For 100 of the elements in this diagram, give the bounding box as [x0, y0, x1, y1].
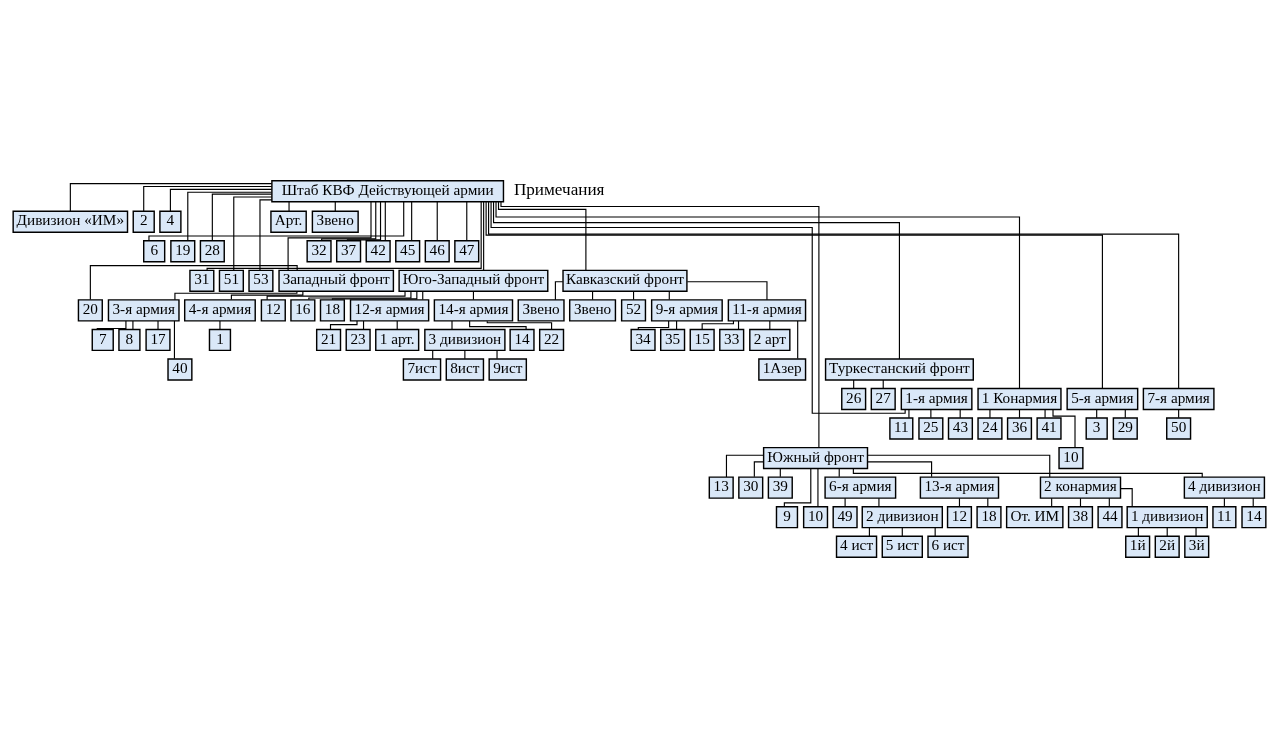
- node-box: 49: [832, 505, 858, 529]
- connector: [592, 290, 594, 301]
- node-box: 14: [1241, 505, 1267, 529]
- node-box: Арт.: [270, 210, 307, 233]
- node-box: Юго-Западный фронт: [398, 269, 549, 293]
- node-box: 3-я армия: [107, 299, 180, 322]
- connector: [844, 497, 846, 507]
- connector: [69, 183, 273, 212]
- connector: [436, 201, 438, 242]
- connector: [187, 191, 273, 242]
- node-box: Звено: [311, 210, 359, 233]
- connector: [308, 290, 412, 301]
- node-box: 4-я армия: [183, 299, 256, 322]
- node-box: 9: [775, 505, 799, 529]
- node-box: 2 арт: [749, 328, 791, 352]
- connector: [211, 193, 273, 242]
- connector: [496, 350, 498, 360]
- connector: [1052, 409, 1076, 449]
- connector: [493, 201, 900, 360]
- node-box: 3: [1085, 417, 1108, 440]
- node-box: 12-я армия: [349, 299, 430, 322]
- node-box: 23: [345, 328, 371, 352]
- node-box: 4 дивизион: [1183, 476, 1266, 499]
- connector: [878, 497, 880, 507]
- node-box: 28: [199, 240, 225, 263]
- connector: [1195, 527, 1197, 537]
- connector: [230, 290, 304, 301]
- node-box: 37: [335, 240, 362, 263]
- node-box: 34: [630, 328, 656, 352]
- node-box: 6-я армия: [824, 476, 897, 499]
- node-box: 4: [159, 210, 182, 233]
- node-box: 9ист: [488, 358, 528, 381]
- node-box: 1 Конармия: [977, 387, 1062, 411]
- node-box: 15: [689, 328, 715, 352]
- node-box: Туркестанский фронт: [824, 358, 974, 381]
- node-box: 16: [290, 299, 316, 322]
- node-box: 5-я армия: [1066, 387, 1139, 411]
- node-box: 4 ист: [835, 535, 878, 558]
- connector: [466, 201, 468, 242]
- node-box: Западный фронт: [278, 269, 395, 293]
- connector: [288, 201, 290, 212]
- node-box: 52: [620, 299, 647, 322]
- connector: [637, 320, 670, 330]
- node-box: 50: [1166, 417, 1192, 440]
- node-box: 7: [91, 328, 114, 352]
- node-box: 6: [143, 240, 166, 263]
- label: Примечания: [513, 180, 605, 200]
- node-box: 11: [1212, 505, 1237, 529]
- node-box: 26: [841, 387, 867, 411]
- node-box: 25: [918, 417, 944, 440]
- node-box: 18: [319, 299, 346, 322]
- connector: [464, 350, 466, 360]
- node-box: 39: [767, 476, 793, 499]
- node-box: 29: [1112, 417, 1138, 440]
- node-box: 44: [1097, 505, 1123, 529]
- node-box: 21: [315, 328, 342, 352]
- connector: [331, 291, 418, 301]
- connector: [422, 290, 424, 301]
- node-box: 14: [509, 328, 535, 352]
- connector: [668, 290, 670, 301]
- node-box: 31: [189, 269, 215, 293]
- node-box: 5 ист: [881, 535, 923, 558]
- connector: [96, 320, 127, 330]
- connector: [908, 409, 910, 419]
- connector: [725, 454, 765, 478]
- connector: [384, 201, 386, 242]
- node-box: 53: [248, 269, 274, 293]
- node-box: 24: [977, 417, 1003, 440]
- node-box: 3й: [1184, 535, 1210, 558]
- node-box: 1: [208, 328, 232, 352]
- node-box: 2й: [1154, 535, 1180, 558]
- connector: [989, 409, 991, 419]
- node-box: 11: [889, 417, 914, 440]
- connector: [554, 281, 564, 301]
- connector: [701, 320, 734, 330]
- connector: [753, 461, 764, 478]
- node-box: Звено: [568, 299, 617, 322]
- node-box: 10: [802, 505, 829, 529]
- node-box: Южный фронт: [762, 446, 869, 470]
- connector: [233, 196, 273, 271]
- node-box: Кавказский фронт: [562, 269, 688, 293]
- connector: [346, 201, 382, 242]
- node-box: Штаб КВФ Действующей армии: [271, 180, 505, 203]
- connector: [866, 454, 1051, 478]
- node-box: 33: [719, 328, 745, 352]
- connector: [469, 320, 527, 330]
- node-box: 1й: [1125, 535, 1151, 558]
- connector: [686, 281, 768, 301]
- node-box: 1 дивизион: [1126, 505, 1208, 529]
- node-box: 11-я армия: [727, 299, 807, 322]
- node-box: 6 ист: [927, 535, 969, 558]
- node-box: 2 дивизион: [861, 505, 944, 529]
- connector: [173, 320, 175, 360]
- node-box: Звено: [517, 299, 565, 322]
- node-box: 27: [870, 387, 896, 411]
- node-box: 7-я армия: [1142, 387, 1215, 411]
- node-box: 47: [454, 240, 480, 263]
- connector: [483, 201, 485, 271]
- node-box: 8ист: [445, 358, 485, 381]
- node-box: От. ИМ: [1005, 505, 1064, 529]
